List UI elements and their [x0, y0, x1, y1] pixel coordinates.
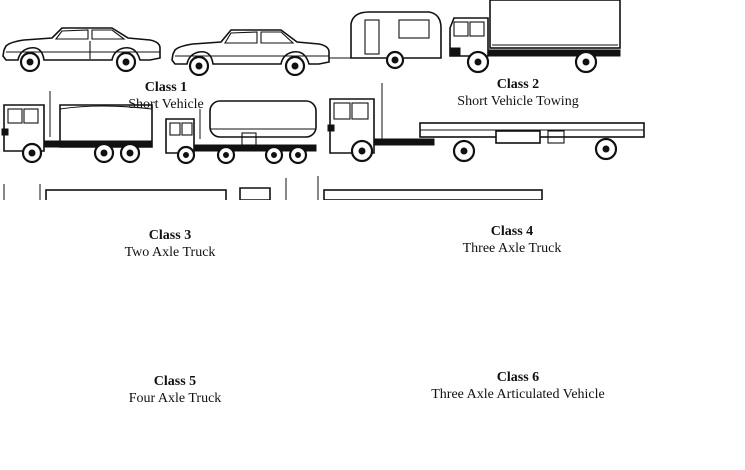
class-description: Four Axle Truck [128, 391, 222, 406]
class-2-caption: Class 2 Short Vehicle Towing [457, 77, 578, 110]
sedan-car-icon [2, 27, 161, 73]
class-description: Short Vehicle Towing [457, 94, 579, 109]
next-row-vehicle-icon-left [3, 184, 227, 203]
class-1-caption: Class 1 Short Vehicle [128, 80, 204, 113]
articulated-vehicle-icon [327, 83, 645, 163]
class-label: Class 2 [496, 77, 540, 92]
class-description: Short Vehicle [128, 97, 204, 112]
class-3-caption: Class 3 Two Axle Truck [125, 228, 216, 261]
class-label: Class 4 [490, 224, 534, 239]
next-row-vehicle-icon-right [239, 176, 543, 201]
class-4-caption: Class 4 Three Axle Truck [463, 224, 562, 257]
class-description: Three Axle Articulated Vehicle [431, 387, 605, 402]
class-6-caption: Class 6 Three Axle Articulated Vehicle [431, 370, 605, 403]
class-description: Two Axle Truck [124, 245, 216, 260]
class-label: Class 6 [496, 370, 540, 385]
car-towing-caravan-icon [171, 11, 442, 77]
class-label: Class 1 [144, 80, 188, 95]
four-axle-truck-icon [165, 100, 317, 165]
three-axle-truck-icon [1, 91, 153, 164]
two-axle-truck-icon [449, 0, 621, 74]
class-description: Three Axle Truck [462, 241, 562, 256]
class-label: Class 3 [148, 228, 192, 243]
class-label: Class 5 [153, 374, 197, 389]
class-5-caption: Class 5 Four Axle Truck [129, 374, 222, 407]
